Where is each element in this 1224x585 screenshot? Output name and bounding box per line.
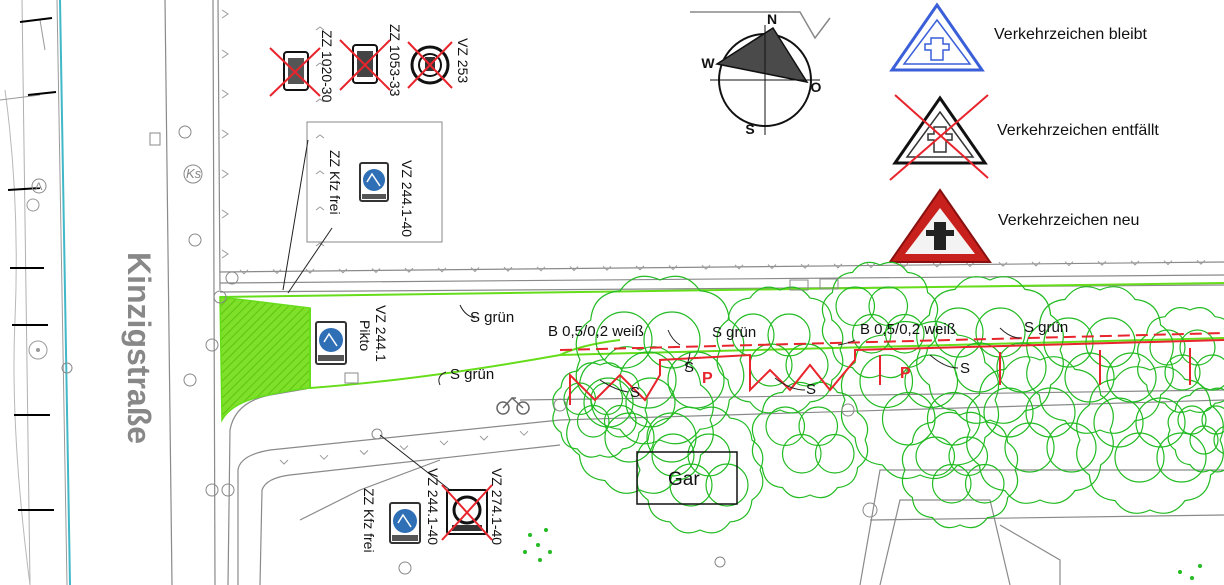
street-lines (164, 0, 1224, 585)
left-edge-lines (0, 0, 71, 585)
street-name-label: Kinzigstraße (121, 252, 157, 444)
s-gruen-label-4: S grün (1024, 319, 1068, 336)
sign-label-vz-253: VZ 253 (455, 38, 471, 83)
planting-dots (523, 528, 1202, 580)
svg-text:VZ 274.1-40: VZ 274.1-40 (489, 468, 505, 545)
line-spec-label-2: B 0,5/0,2 weiß (860, 321, 956, 338)
legend-label-remains: Verkehrzeichen bleibt (994, 26, 1147, 43)
svg-text:Pikto: Pikto (357, 320, 373, 351)
removed-sign-vz-253-icon (407, 41, 453, 89)
street-poles (149, 125, 878, 518)
svg-text:ZZ Kfz frei: ZZ Kfz frei (361, 488, 377, 553)
sign-label-bottom-vz: VZ 244.1-40 (425, 468, 441, 545)
sign-inset-box (306, 121, 443, 243)
svg-text:VZ 244.1-40: VZ 244.1-40 (425, 468, 441, 545)
s-gruen-label-1: S grün (470, 309, 514, 326)
legend-sign-removed-icon (889, 94, 989, 181)
edge-ticks (221, 9, 1206, 465)
s-label-4: S (960, 360, 970, 377)
line-spec-label-1: B 0,5/0,2 weiß (548, 323, 644, 340)
legend-label-new: Verkehrzeichen neu (998, 212, 1140, 229)
new-sign-bottom-icon (389, 502, 421, 544)
s-label-1: S (684, 359, 694, 376)
sign-label-inset-vz: VZ 244.1-40 (399, 160, 415, 237)
legend-sign-new-icon (888, 188, 992, 263)
pikto-sign-icon (315, 321, 347, 365)
garage-label: Gar (668, 469, 700, 490)
ks-label: Ks (186, 166, 202, 181)
hydrant-marker (31, 178, 47, 194)
hydrant-label: A (35, 181, 43, 193)
garage-box (636, 451, 738, 505)
s-gruen-label-3: S grün (712, 324, 756, 341)
s-label-3: S (806, 381, 816, 398)
svg-text:VZ 253: VZ 253 (455, 38, 471, 83)
leader-line-2 (287, 227, 333, 294)
sign-label-inset-zz: ZZ Kfz frei (327, 150, 343, 215)
tree-canopy (552, 261, 1224, 534)
sign-label-bottom-zz: ZZ Kfz frei (361, 488, 377, 553)
parking-markings (559, 332, 1224, 405)
legend-label-removed: Verkehrzeichen entfällt (997, 122, 1159, 139)
small-box-marker (344, 372, 359, 384)
compass-n: N (767, 11, 777, 27)
ks-marker (183, 164, 203, 184)
removed-sign-zz-1053-33-icon (339, 39, 391, 91)
compass-o: O (811, 79, 822, 95)
svg-text:VZ 244.1-40: VZ 244.1-40 (399, 160, 415, 237)
svg-text:ZZ 1020-30: ZZ 1020-30 (319, 30, 335, 103)
removed-sign-vz-274-icon (441, 484, 493, 541)
legend-sign-remains-icon (889, 2, 985, 72)
sign-label-zz-1020-30: ZZ 1020-30 (319, 30, 335, 103)
s-gruen-label-2: S grün (450, 366, 494, 383)
new-marking-area (219, 296, 311, 423)
svg-text:ZZ Kfz frei: ZZ Kfz frei (327, 150, 343, 215)
north-road-lines (690, 11, 831, 40)
new-sign-inset-icon (359, 162, 389, 202)
sign-label-zz-1053-33: ZZ 1053-33 (387, 24, 403, 97)
leader-line-3 (379, 434, 451, 491)
compass-rose: N W O S (701, 11, 821, 137)
sign-label-pikto: Pikto (357, 320, 373, 351)
compass-w: W (701, 55, 715, 71)
parking-label-1: P (702, 370, 713, 387)
leader-line-1 (282, 139, 309, 291)
svg-text:ZZ 1053-33: ZZ 1053-33 (387, 24, 403, 97)
removed-sign-zz-1020-30-icon (269, 47, 321, 97)
parking-label-2: P (900, 365, 911, 382)
bicycle-icon (496, 396, 530, 415)
s-label-2: S (630, 384, 640, 401)
label-leaders (438, 304, 1021, 393)
compass-s: S (745, 121, 754, 137)
svg-text:VZ 244.1: VZ 244.1 (373, 305, 389, 362)
new-green-lines (219, 282, 1224, 389)
sign-label-pikto-vz: VZ 244.1 (373, 305, 389, 362)
lamp-symbols (61, 362, 726, 575)
sign-label-vz-274: VZ 274.1-40 (489, 468, 505, 545)
